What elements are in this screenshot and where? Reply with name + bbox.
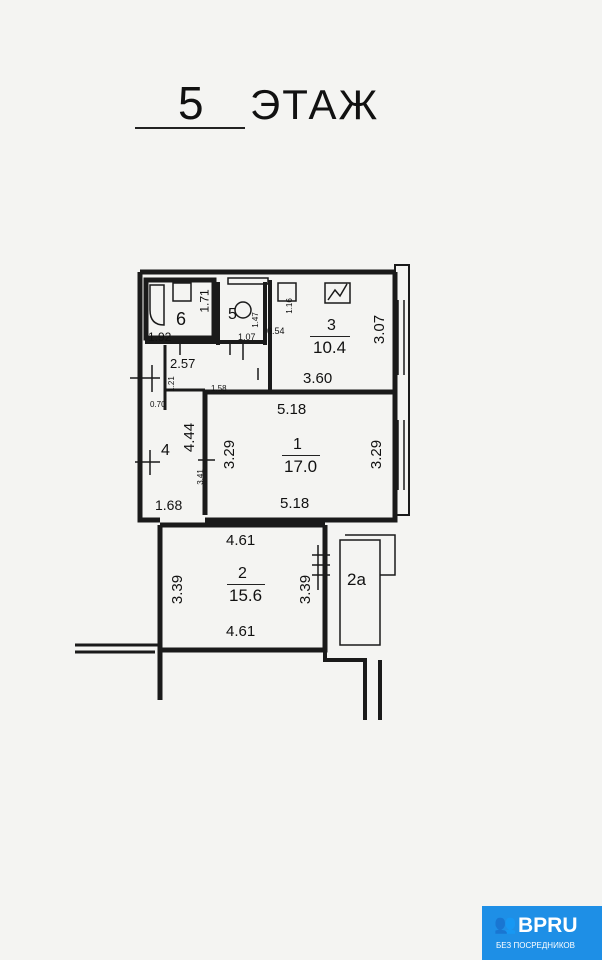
room-2-dim-right: 3.39	[297, 574, 315, 605]
hall-dim-070: 0.70	[150, 400, 166, 409]
room-1-dim-right: 3.29	[368, 439, 386, 470]
room-5-number: 5	[228, 306, 237, 323]
hall-dim-158: 1.58	[211, 384, 227, 393]
hall-dim-121: 1.21	[166, 376, 176, 392]
room-1-dim-top: 5.18	[277, 401, 307, 418]
room-1-area: 17.0	[284, 457, 318, 476]
room-3-dim-small: 1.16	[284, 298, 294, 314]
logo-name: BPRU	[518, 914, 578, 937]
room-3-dim-height: 3.07	[371, 314, 389, 345]
room-2-fraction-line	[227, 584, 265, 585]
room-2-number: 2	[238, 565, 247, 582]
room-2-dim-bottom: 4.61	[226, 623, 256, 640]
room-5-dim-width: 1.07	[238, 332, 256, 342]
room-3-area: 10.4	[313, 338, 347, 357]
hall-dim-257: 2.57	[170, 356, 196, 371]
room-3-dim-niche: 0.54	[267, 326, 285, 336]
logo-tagline: БЕЗ ПОСРЕДНИКОВ	[496, 941, 575, 950]
room-3-dim-width: 3.60	[303, 370, 333, 387]
room-4-dim-341: 3.41	[195, 469, 205, 485]
floor-label: ЭТАЖ	[250, 81, 380, 128]
balcony-2a-label: 2а	[347, 570, 366, 589]
room-1-fraction-line	[282, 455, 320, 456]
room-4-number: 4	[161, 442, 170, 459]
room-2-area: 15.6	[229, 586, 263, 605]
room-5-dim-height: 1.47	[250, 312, 260, 328]
room-6-number: 6	[176, 309, 187, 329]
room-1-dim-bottom: 5.18	[280, 495, 310, 512]
room-2-dim-left: 3.39	[169, 574, 187, 605]
bpru-logo[interactable]: 👥 BPRU БЕЗ ПОСРЕДНИКОВ	[482, 906, 602, 960]
room-1-dim-left: 3.29	[221, 439, 239, 470]
room-1-number: 1	[293, 436, 302, 453]
room-3-fraction-line	[310, 336, 350, 337]
room-6-dim-height: 1.71	[197, 289, 212, 313]
people-icon: 👥	[494, 914, 517, 934]
floor-number: 5	[178, 77, 204, 129]
room-6-dim-width: 1.92	[148, 330, 172, 344]
room-3-number: 3	[327, 317, 336, 334]
floor-underline	[135, 127, 245, 129]
room-4-dim-length: 4.44	[181, 422, 199, 453]
room-2-dim-top: 4.61	[226, 532, 256, 549]
room-4-dim-width: 1.68	[155, 497, 183, 513]
